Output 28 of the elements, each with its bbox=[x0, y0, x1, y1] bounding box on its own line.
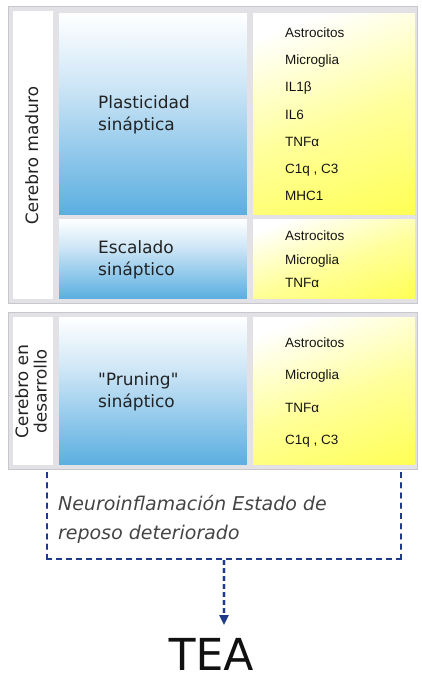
list-item: IL6 bbox=[285, 106, 305, 122]
list-item: IL1β bbox=[285, 79, 313, 94]
list-item: C1q , C3 bbox=[285, 432, 340, 448]
process-box: Escalado sináptico bbox=[59, 219, 247, 299]
dashed-bracket bbox=[46, 472, 402, 560]
outcome-label: TEA bbox=[150, 622, 272, 688]
list-item: C1q , C3 bbox=[285, 160, 340, 176]
list-item: Microglia bbox=[285, 52, 340, 68]
panel-title: Cerebro maduro bbox=[24, 86, 42, 224]
list-item: Microglia bbox=[285, 252, 340, 266]
panel-title: Cerebro en desarrollo bbox=[14, 343, 52, 440]
arrow bbox=[219, 560, 229, 625]
process-box: Plasticidad sináptica bbox=[59, 13, 247, 215]
list-item: TNFα bbox=[285, 134, 320, 149]
list-item: MHC1 bbox=[285, 188, 324, 203]
group-panel bbox=[8, 312, 418, 470]
list-box bbox=[253, 317, 415, 465]
list-item: Astrocitos bbox=[285, 25, 346, 40]
list-box bbox=[253, 13, 415, 215]
note-text: Neuroinflamación Estado de reposo deteriorado bbox=[58, 492, 328, 546]
list-box bbox=[253, 219, 415, 299]
list-item: Astrocitos bbox=[285, 228, 346, 243]
list-item: Microglia bbox=[285, 367, 340, 382]
process-box: "Pruning" sináptico bbox=[59, 317, 247, 465]
list-item: Astrocitos bbox=[285, 334, 346, 350]
group-panel bbox=[8, 6, 418, 304]
list-item: TNFα bbox=[285, 275, 320, 290]
list-item: TNFα bbox=[285, 400, 320, 415]
